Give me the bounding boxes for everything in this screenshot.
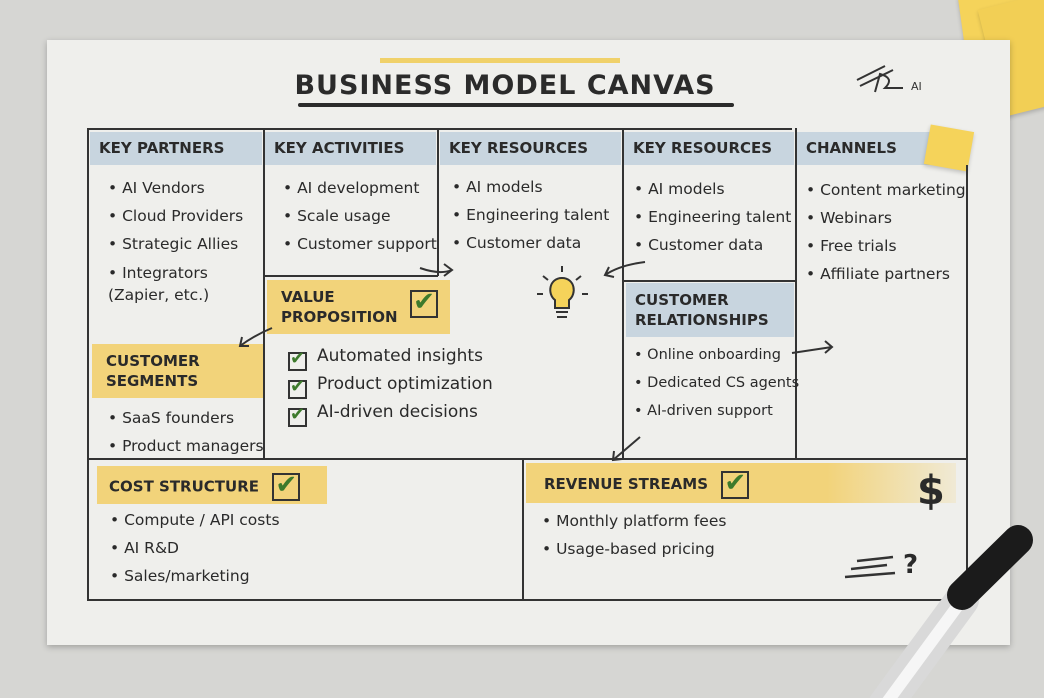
grid-line: [263, 275, 438, 277]
list-item: AI R&D: [110, 534, 280, 562]
grid-line: [437, 128, 439, 276]
check-icon: ✔: [410, 289, 438, 318]
list-item: AI development: [283, 174, 437, 202]
grid-line: [263, 128, 265, 458]
list-item: Usage-based pricing: [542, 535, 726, 563]
list-item: AI models: [452, 173, 609, 201]
customer-segments-title-1: CUSTOMER: [106, 352, 200, 370]
key-activities-header: KEY ACTIVITIES: [265, 132, 436, 165]
list-item: AI Vendors: [108, 174, 258, 202]
grid-line: [87, 458, 967, 460]
customer-relationships-title-2: RELATIONSHIPS: [635, 311, 769, 329]
customer-segments-list: SaaS founders Product managers: [108, 404, 264, 460]
revenue-streams-title: REVENUE STREAMS: [544, 475, 709, 493]
channels-list: Content marketing Webinars Free trials A…: [806, 176, 966, 288]
list-item: AI models: [634, 175, 791, 203]
list-item: Cloud Providers: [108, 202, 258, 230]
list-item: Monthly platform fees: [542, 507, 726, 535]
arrow-icon: [603, 261, 646, 278]
cost-structure-title: COST STRUCTURE: [109, 477, 259, 496]
list-item: Webinars: [806, 204, 966, 232]
customer-segments-title-2: SEGMENTS: [106, 372, 199, 390]
list-item: Dedicated CS agents: [634, 369, 799, 397]
check-icon: ✔: [721, 470, 750, 499]
list-item: ✔AI-driven decisions: [288, 402, 478, 427]
list-item: Compute / API costs: [110, 506, 279, 534]
key-resources-list-2: AI models Engineering talent Customer da…: [634, 175, 791, 259]
grid-line: [622, 280, 796, 282]
key-resources-header-2: KEY RESOURCES: [624, 132, 794, 165]
title-underline: [298, 103, 734, 107]
list-item: Customer data: [452, 229, 609, 257]
arrow-icon: [238, 327, 273, 347]
value-proposition-title-1: VALUE: [281, 288, 335, 306]
grid-line: [966, 165, 968, 600]
title-highlight: [380, 58, 620, 63]
list-item: Integrators (Zapier, etc.): [108, 258, 258, 306]
marker-body-highlight: [882, 596, 967, 698]
value-proposition-list: ✔Automated insights ✔Product optimizatio…: [288, 342, 493, 427]
question-icon: ?: [903, 550, 919, 580]
grid-line: [522, 458, 524, 600]
cost-structure-header: COST STRUCTURE ✔: [97, 466, 327, 504]
grid-line: [795, 128, 797, 458]
list-item: Online onboarding: [634, 341, 799, 369]
checkbox-checked-icon: ✔: [288, 404, 307, 427]
list-item: Customer support: [283, 230, 437, 258]
customer-relationships-title-1: CUSTOMER: [635, 291, 729, 309]
key-partners-header: KEY PARTNERS: [90, 132, 262, 165]
list-item: Free trials: [806, 232, 966, 260]
speed-lines-icon: [844, 555, 896, 579]
list-item: Engineering talent: [634, 203, 791, 231]
list-item: Strategic Allies: [108, 230, 258, 258]
list-item: Sales/marketing: [110, 562, 280, 590]
list-item: Customer data: [634, 231, 791, 259]
customer-relationships-header: CUSTOMER RELATIONSHIPS: [626, 283, 794, 337]
list-item: SaaS founders: [108, 404, 264, 432]
grid-line: [87, 128, 792, 130]
dollar-icon: $: [917, 468, 945, 514]
cost-structure-list: Compute / API costs AI R&D Sales/marketi…: [110, 506, 280, 590]
value-proposition-title-2: PROPOSITION: [281, 308, 398, 326]
list-item: Engineering talent: [452, 201, 609, 229]
key-activities-list: AI development Scale usage Customer supp…: [283, 174, 437, 258]
value-proposition-header: VALUE PROPOSITION: [267, 280, 450, 334]
revenue-streams-list: Monthly platform fees Usage-based pricin…: [542, 507, 726, 563]
customer-relationships-list: Online onboarding Dedicated CS agents AI…: [634, 341, 799, 425]
arrow-icon: [791, 340, 834, 354]
arrow-icon: [419, 263, 454, 277]
key-resources-header: KEY RESOURCES: [440, 132, 621, 165]
grid-line: [622, 128, 624, 458]
grid-line: [87, 599, 967, 601]
marker-cap: [947, 525, 1033, 610]
customer-segments-header: CUSTOMER SEGMENTS: [92, 344, 263, 398]
list-item: Content marketing: [806, 176, 966, 204]
key-partners-list: AI Vendors Cloud Providers Strategic All…: [108, 174, 258, 306]
list-item: Scale usage: [283, 202, 437, 230]
list-item: AI-driven support: [634, 397, 799, 425]
checkbox-checked-icon: ✔: [288, 348, 307, 371]
revenue-streams-header: REVENUE STREAMS ✔: [526, 463, 956, 503]
list-item: ✔Automated insights: [288, 346, 483, 371]
list-item: ✔Product optimization: [288, 374, 493, 399]
checkbox-checked-icon: ✔: [288, 376, 307, 399]
signature-scribble: AI: [856, 65, 922, 93]
grid-line: [87, 128, 89, 600]
list-item: Product managers: [108, 432, 264, 460]
check-icon: ✔: [272, 472, 301, 501]
lightbulb-icon: [537, 266, 588, 318]
key-resources-list: AI models Engineering talent Customer da…: [452, 173, 609, 257]
list-item: Affiliate partners: [806, 260, 966, 288]
page-title: BUSINESS MODEL CANVAS: [294, 70, 716, 101]
signature-ai: AI: [911, 80, 922, 93]
arrow-icon: [611, 436, 641, 462]
